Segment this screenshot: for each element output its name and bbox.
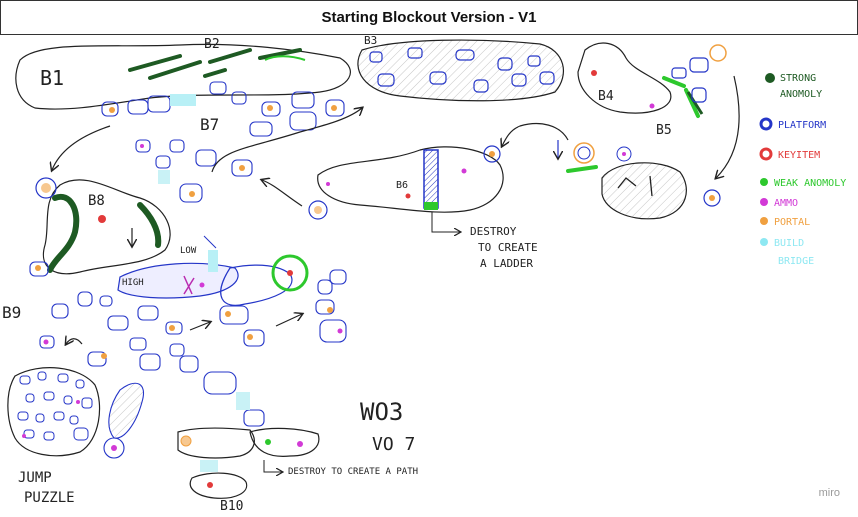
legend-portal: PORTAL [774, 217, 810, 228]
platform-b10-row [177, 427, 255, 459]
note-high: HIGH [122, 278, 144, 288]
note-jump-2: PUZZLE [24, 490, 75, 506]
legend-strong-2: ANOMOLY [780, 89, 822, 100]
note-wo3: WO3 [360, 398, 403, 426]
orange-marker-icon [760, 217, 768, 225]
legend-build-1: BUILD [774, 238, 804, 249]
island-b5 [601, 162, 687, 220]
label-b7: B7 [200, 115, 219, 134]
island-b8 [42, 179, 171, 275]
blockout-canvas[interactable]: B1 B2 B3 B4 B5 B6 B7 B8 B9 B10 DESTROY T… [0, 35, 858, 517]
miro-watermark: miro [818, 487, 840, 499]
label-b8: B8 [88, 193, 105, 209]
legend-strong-1: STRONG [780, 73, 816, 84]
label-b5: B5 [656, 123, 672, 138]
island-b6 [317, 146, 504, 213]
legend-keyitem: KEYITEM [778, 150, 820, 161]
note-destroy-ladder-2: TO CREATE [478, 241, 538, 254]
note-destroy-path: DESTROY TO CREATE A PATH [288, 467, 418, 477]
note-low: LOW [180, 246, 197, 256]
legend-platform: PLATFORM [778, 120, 826, 131]
green-marker-icon [760, 178, 768, 186]
board-title: Starting Blockout Version - V1 [321, 9, 537, 26]
label-b1: B1 [40, 66, 64, 90]
blue-marker-icon [759, 117, 773, 131]
note-destroy-ladder-1: DESTROY [470, 225, 517, 238]
island-b1 [15, 43, 351, 110]
red-marker-icon [759, 147, 773, 161]
island-jump-puzzle [7, 367, 101, 457]
note-vo7: VO 7 [372, 434, 415, 455]
island-b4 [577, 42, 672, 114]
legend: STRONG ANOMOLY PLATFORM KEYITEM WEAK ANO… [759, 73, 846, 267]
island-b3 [357, 39, 564, 102]
note-destroy-ladder-3: A LADDER [480, 257, 533, 270]
label-b10: B10 [220, 499, 243, 514]
label-b9: B9 [2, 303, 21, 322]
label-b4: B4 [598, 89, 614, 104]
platform-high [117, 262, 239, 299]
island-b10 [189, 472, 248, 499]
label-b3: B3 [364, 35, 377, 47]
dark-green-marker-icon [765, 73, 775, 83]
cyan-marker-icon [760, 238, 768, 246]
legend-ammo: AMMO [774, 198, 798, 209]
label-b2: B2 [204, 37, 220, 52]
board-title-bar: Starting Blockout Version - V1 [0, 0, 858, 35]
label-b6: B6 [396, 180, 408, 191]
magenta-marker-icon [760, 198, 768, 206]
note-jump-1: JUMP [18, 470, 52, 486]
legend-weak: WEAK ANOMOLY [774, 178, 846, 189]
platform-cluster-b7 [101, 81, 345, 203]
legend-build-2: BRIDGE [778, 256, 814, 267]
